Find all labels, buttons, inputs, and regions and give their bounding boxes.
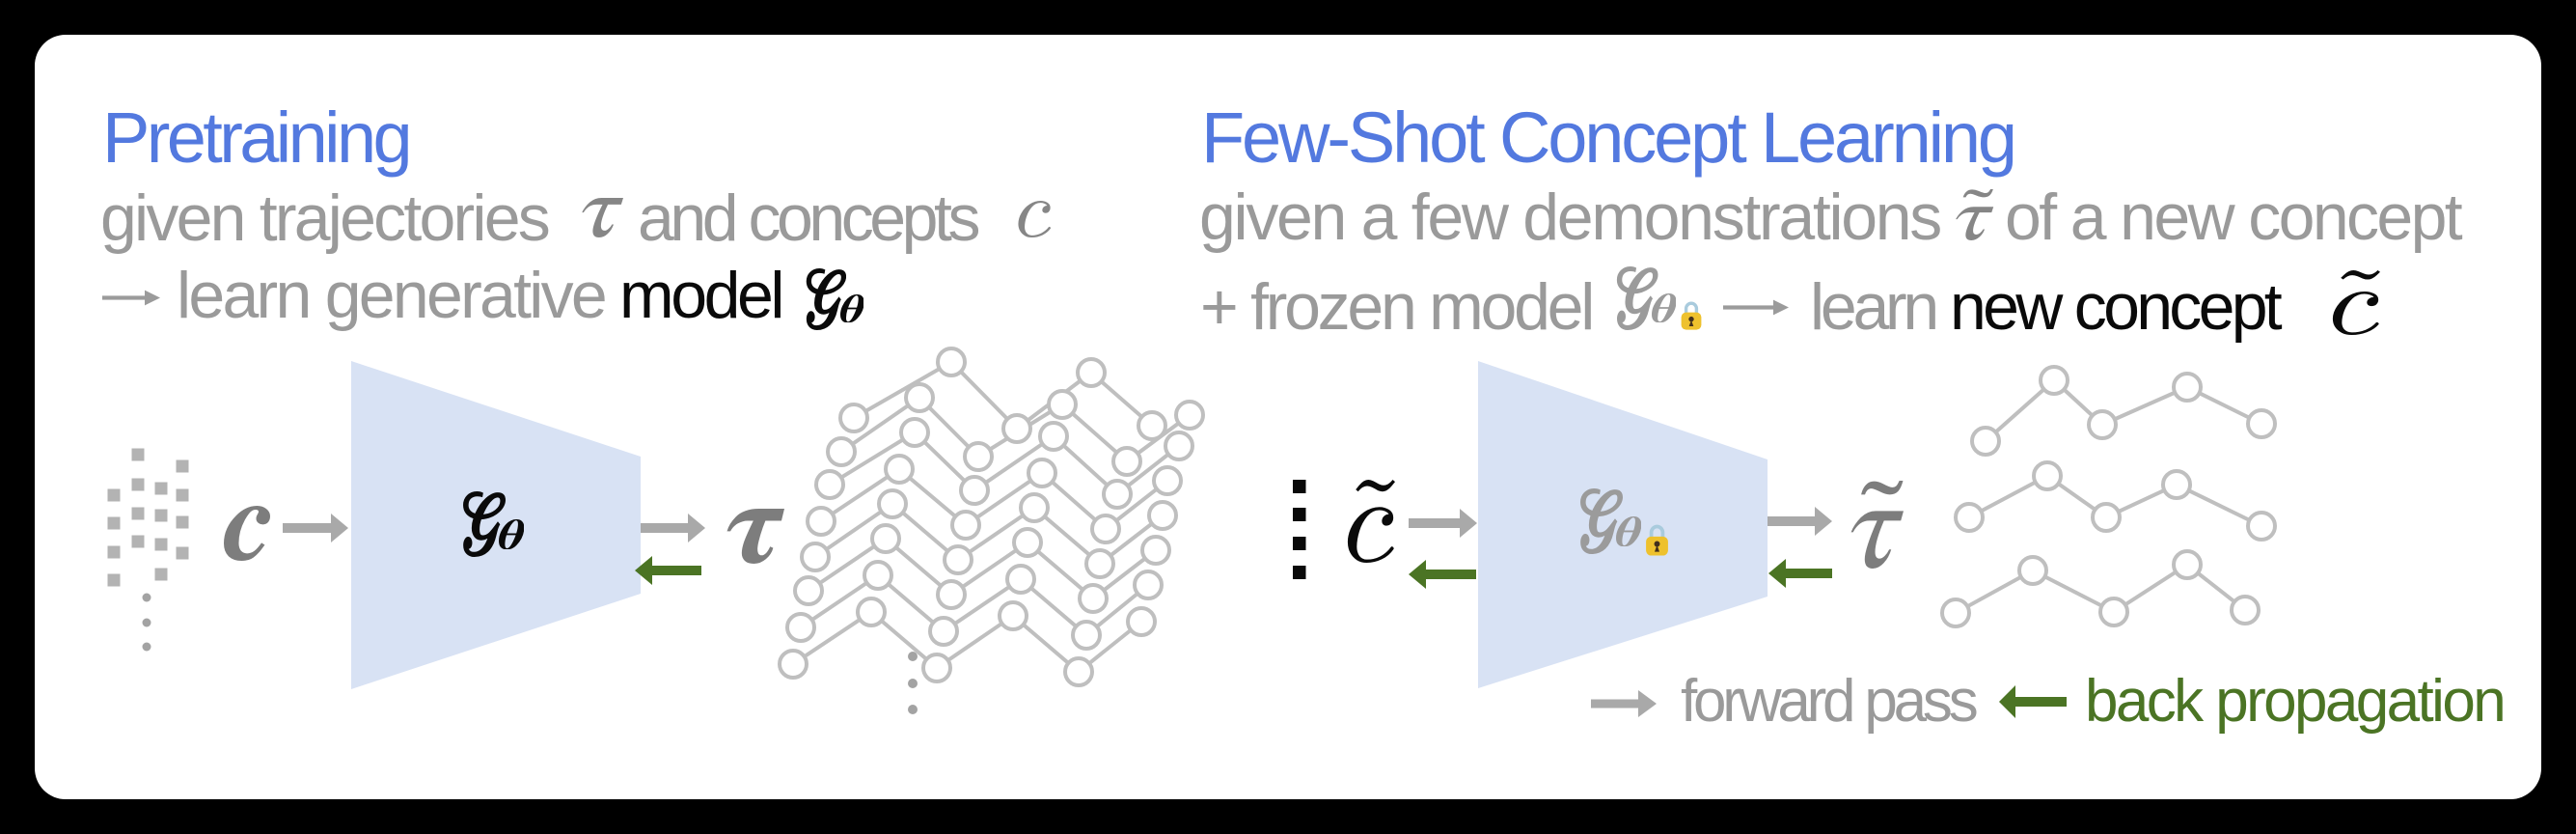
pretraining-title: Pretraining: [102, 97, 413, 179]
l1-given: given trajectories: [100, 181, 551, 256]
right-model-gtheta-symbol-G: [1580, 488, 1623, 554]
right-backprop-in-arrow: [1409, 560, 1476, 589]
right-model-gtheta-symbol-theta: [1616, 515, 1642, 546]
legend-backward-label: back propagation: [2085, 667, 2507, 735]
l1-and-concepts: and concepts: [638, 181, 980, 256]
right-output-arrow: [1768, 507, 1832, 536]
r2-frozen: + frozen model: [1200, 270, 1595, 345]
r2-implies-arrow-icon: [1723, 299, 1789, 315]
l1-c-symbol: [1018, 201, 1051, 237]
legend-backward-arrow: [1999, 685, 2067, 718]
right-output-tau-tilde-symbol: [1850, 481, 1904, 569]
left-trajectories-pattern: [778, 347, 1205, 687]
l2-model: model: [619, 259, 784, 333]
left-output-tau-symbol: [726, 509, 784, 564]
r2-c-tilde-symbol: [2332, 270, 2380, 335]
fewshot-title: Few-Shot Concept Learning: [1201, 97, 2017, 178]
left-backprop-arrow: [635, 556, 701, 585]
right-input-arrow: [1409, 509, 1477, 538]
right-trajectories-pattern: [1940, 365, 2277, 628]
r2-gtheta-symbol-G: [1616, 266, 1658, 330]
r1-given: given a few demonstrations: [1199, 181, 1942, 255]
r1-of-a-new: of a new concept: [2005, 181, 2463, 255]
l2-gtheta-symbol-G: [806, 268, 847, 330]
r2-new-concept: new concept: [1950, 270, 2283, 345]
right-model-gtheta-symbol-lock-icon: [1646, 524, 1668, 556]
l2-learn-generative: learn generative: [177, 259, 608, 333]
left-output-arrow: [641, 514, 705, 542]
r1-tau-tilde-symbol: [1956, 189, 1994, 240]
l2-gtheta-symbol-theta: [839, 293, 864, 323]
l2-implies-arrow-icon: [102, 290, 160, 305]
demos-dashed-bar: [1293, 480, 1306, 579]
left-model-gtheta-symbol-G: [463, 491, 506, 557]
l1-tau-symbol: [582, 198, 623, 237]
legend-forward-arrow: [1591, 690, 1657, 717]
left-input-c-symbol: [224, 506, 270, 561]
legend-forward-label: forward pass: [1681, 667, 1979, 735]
left-input-arrow: [283, 514, 348, 542]
concept-grid-ellipsis: [142, 593, 151, 652]
left-model-gtheta-symbol-theta: [499, 518, 525, 549]
r2-gtheta-symbol-lock-icon: [1681, 301, 1702, 330]
r2-learn: learn: [1810, 270, 1939, 345]
left-trajectories-ellipsis: [908, 652, 918, 714]
right-backprop-out-arrow: [1768, 559, 1832, 588]
right-input-c-tilde-symbol: [1347, 480, 1395, 563]
r2-gtheta-symbol-theta: [1651, 292, 1677, 323]
concept-grid-pattern: [107, 448, 189, 587]
